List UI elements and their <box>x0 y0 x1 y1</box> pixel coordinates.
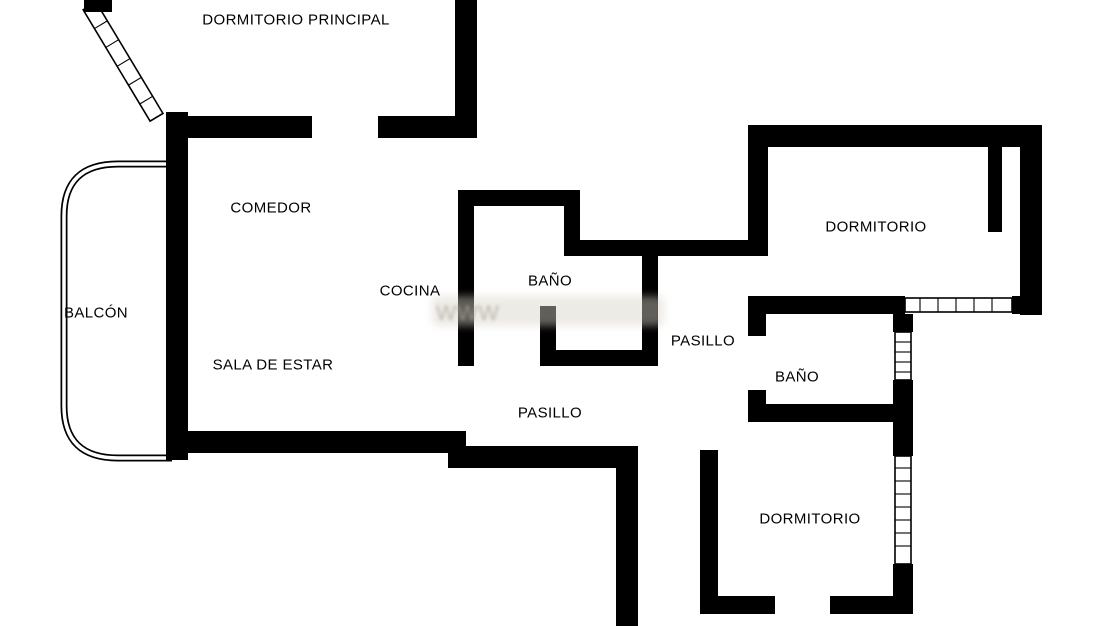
room-label-pasillo-2: PASILLO <box>670 332 736 350</box>
wall-dorm2-bottom-right <box>830 596 913 614</box>
window-dorm2 <box>894 455 912 565</box>
wall-dorm-principal-bottom-right <box>378 116 477 138</box>
wall-dorm1-right <box>1020 125 1042 315</box>
room-label-bano-2: BAÑO <box>774 368 820 386</box>
wall-dorm1-bottom-endblock <box>1012 296 1042 314</box>
room-label-balcon: BALCÓN <box>63 304 129 322</box>
wall-left-main <box>166 112 188 460</box>
balcony-railing <box>60 160 172 462</box>
wall-exterior-right-b <box>893 380 913 456</box>
room-label-dormitorio-1: DORMITORIO <box>825 218 927 236</box>
watermark: www <box>436 295 500 326</box>
room-label-cocina: COCINA <box>379 282 441 300</box>
room-label-sala-de-estar: SALA DE ESTAR <box>212 356 334 374</box>
room-label-dormitorio-2: DORMITORIO <box>759 510 861 528</box>
wall-bano-left <box>458 190 474 366</box>
room-label-dormitorio-principal: DORMITORIO PRINCIPAL <box>202 11 390 29</box>
wall-dorm1-top <box>748 125 1042 147</box>
wall-bano2-left-top <box>748 296 766 336</box>
watermark-blur <box>432 296 664 326</box>
wall-bano2-bottom <box>748 404 908 422</box>
wall-dorm1-bottom <box>748 296 905 314</box>
wall-bay-cap <box>84 0 112 12</box>
wall-dorm1-left <box>748 125 768 256</box>
wall-bano-top <box>458 190 580 206</box>
wall-dorm-principal-bottom-left <box>166 116 312 138</box>
wall-dorm2-left <box>700 450 718 596</box>
wall-sala-bottom <box>166 431 466 453</box>
wall-bano-right <box>642 240 658 366</box>
wall-top-vertical <box>455 0 477 128</box>
wall-dorm2-bottom-left <box>700 596 775 614</box>
wall-corridor-vertical-bottom <box>616 446 638 626</box>
window-dorm1-bottom <box>904 297 1013 313</box>
wall-dorm1-closet <box>988 147 1002 232</box>
bay-window <box>82 0 165 123</box>
room-label-bano-1: BAÑO <box>527 272 573 290</box>
wall-bano-bottom <box>540 350 658 366</box>
wall-pasillo-bottom <box>448 446 638 468</box>
wall-exterior-right-a <box>893 314 913 332</box>
wall-bano-door-jamb <box>540 306 556 366</box>
room-label-comedor: COMEDOR <box>230 199 312 217</box>
wall-bano-join-vertical <box>564 190 580 256</box>
room-label-pasillo-1: PASILLO <box>517 404 583 422</box>
window-bano2 <box>894 331 912 381</box>
